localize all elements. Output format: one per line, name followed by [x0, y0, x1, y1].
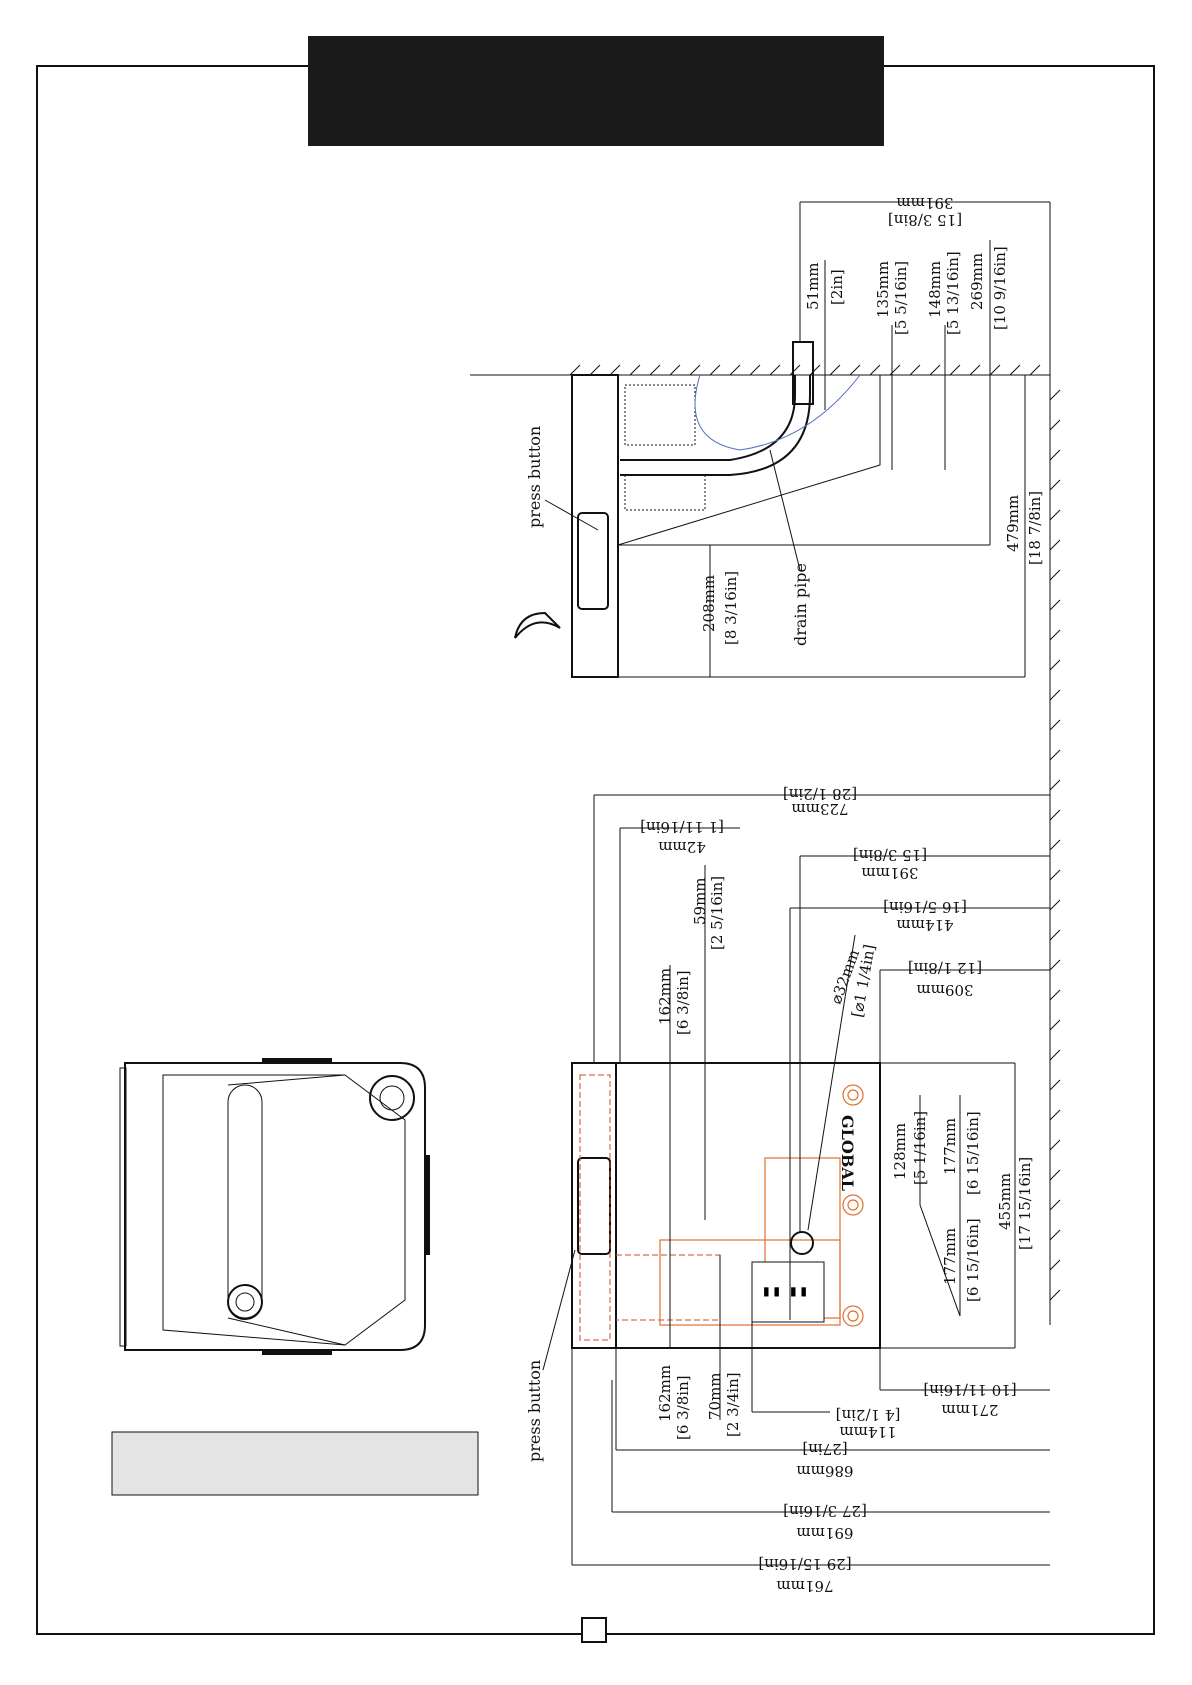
dim-761-in: [29 15/16in]	[758, 1555, 851, 1573]
dim-479-mm: 479mm	[1004, 495, 1022, 552]
dim-479-in: [18 7/8in]	[1026, 491, 1044, 565]
bubbler-icon	[514, 611, 561, 639]
dim-128-in: [5 1/16in]	[911, 1111, 929, 1185]
mounting-holes	[842, 1084, 864, 1327]
dim-177a-mm: 177mm	[941, 1118, 959, 1175]
side-body-front	[571, 374, 619, 678]
dim-271-in: [10 11/16in]	[923, 1381, 1016, 1399]
header-bar	[308, 36, 884, 146]
top-view-drain-icon	[227, 1284, 263, 1320]
dim-162a-mm: 162mm	[656, 968, 674, 1025]
dim-177a-in: [6 15/16in]	[964, 1111, 982, 1195]
dim-686-in: [27in]	[802, 1440, 847, 1458]
dim-391-in: [15 3/8in]	[888, 211, 962, 229]
front-press-button	[577, 1157, 611, 1255]
side-view: 391mm [15 3/8in] 51mm [2in] 135mm [5 5/1…	[470, 194, 1061, 1325]
global-logo: GLOBAL	[838, 1115, 857, 1191]
dim-59-mm: 59mm	[691, 877, 709, 925]
dim-177b-mm: 177mm	[941, 1228, 959, 1285]
dim-208-in: [8 3/16in]	[722, 571, 740, 645]
dim-162b-mm: 162mm	[656, 1365, 674, 1422]
note-box	[111, 1431, 479, 1496]
dim-723-in: [28 1/2in]	[783, 785, 857, 803]
dim-391-in-front: [15 3/8in]	[853, 846, 927, 864]
dim-455-mm: 455mm	[996, 1173, 1014, 1230]
dim-128-mm: 128mm	[891, 1123, 909, 1180]
dim-414-mm: 414mm	[896, 916, 953, 934]
svg-text:▮ ▮: ▮ ▮	[790, 1284, 807, 1298]
front-view: ▮ ▮ ▮ ▮ GLOBAL	[525, 785, 1050, 1595]
dim-135-in: [5 5/16in]	[892, 261, 910, 335]
drain-pipe-stub	[792, 341, 814, 405]
dim-162b-in: [6 3/8in]	[674, 1375, 692, 1440]
dim-70-mm: 70mm	[706, 1372, 724, 1420]
dim-309-in: [12 1/8in]	[908, 959, 982, 977]
press-button-label-front: press button	[525, 1360, 544, 1462]
dim-455-in: [17 15/16in]	[1016, 1157, 1034, 1250]
dim-414-in: [16 5/16in]	[883, 898, 967, 916]
dim-691-in: [27 3/16in]	[783, 1502, 867, 1520]
dim-269-in: [10 9/16in]	[991, 246, 1009, 330]
dim-686-mm: 686mm	[796, 1462, 853, 1480]
top-view	[119, 1058, 430, 1355]
dim-42-mm: 42mm	[658, 838, 706, 856]
top-view-push-bar	[227, 1084, 263, 1319]
side-press-button	[577, 512, 609, 610]
dim-114-in: [4 1/2in]	[836, 1406, 901, 1424]
wall-hatch-top	[569, 364, 1041, 376]
dim-59-in: [2 5/16in]	[708, 876, 726, 950]
dim-148-mm: 148mm	[926, 261, 944, 318]
electrical-outlet	[751, 1261, 825, 1323]
dim-162a-in: [6 3/8in]	[674, 970, 692, 1035]
dim-51-mm: 51mm	[804, 262, 822, 310]
dim-271-mm: 271mm	[941, 1401, 998, 1419]
dim-135-mm: 135mm	[874, 261, 892, 318]
svg-text:▮ ▮: ▮ ▮	[763, 1284, 780, 1298]
dim-391-mm: 391mm	[896, 194, 953, 212]
dim-723-mm: 723mm	[791, 800, 848, 818]
dim-177b-in: [6 15/16in]	[964, 1218, 982, 1302]
dim-309-mm: 309mm	[916, 981, 973, 999]
dim-42-in: [1 11/16in]	[640, 818, 724, 836]
page-number-box	[581, 1617, 607, 1643]
dim-70-in: [2 3/4in]	[724, 1372, 742, 1437]
dim-51-in: [2in]	[828, 269, 846, 305]
dim-691-mm: 691mm	[796, 1524, 853, 1542]
dim-114-mm: 114mm	[839, 1423, 896, 1441]
top-view-bubbler-icon	[369, 1075, 415, 1121]
dim-208-mm: 208mm	[700, 575, 718, 632]
dim-391-mm-front: 391mm	[861, 864, 918, 882]
press-button-label-side: press button	[525, 426, 544, 528]
dim-269-mm: 269mm	[968, 253, 986, 310]
drain-pipe-label: drain pipe	[791, 563, 810, 646]
dim-148-in: [5 13/16in]	[944, 251, 962, 335]
top-view-outline	[124, 1062, 426, 1351]
dim-761-mm: 761mm	[776, 1577, 833, 1595]
front-body	[571, 1062, 881, 1349]
drain-hole	[790, 1231, 814, 1255]
